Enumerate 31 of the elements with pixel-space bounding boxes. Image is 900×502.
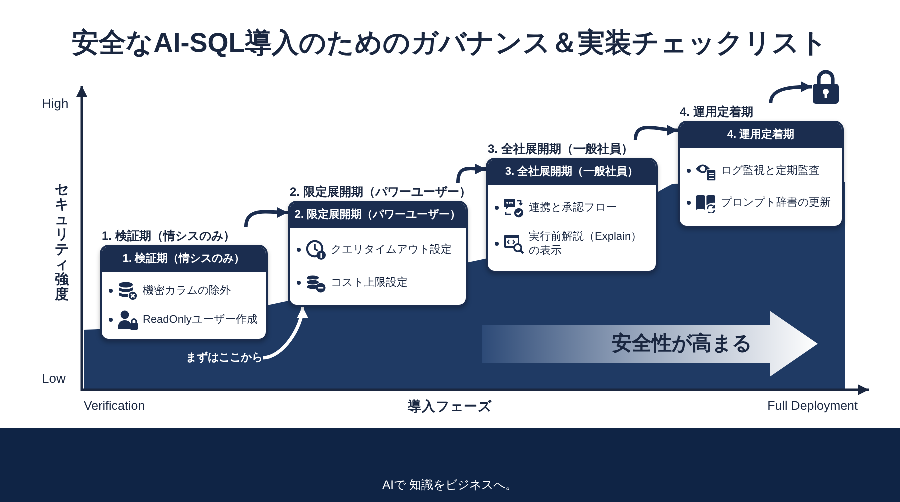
- phase-header: 1. 検証期（情シスのみ）: [102, 247, 266, 272]
- curved-arrow: [634, 124, 678, 140]
- checklist-item: プロンプト辞書の更新: [721, 196, 831, 210]
- checklist-item: ログ監視と定期監査: [721, 164, 820, 178]
- phase-header: 2. 限定展開期（パワーユーザー）: [290, 203, 466, 228]
- phase-header: 4. 運用定着期: [680, 123, 842, 148]
- axis-title: 導入フェーズ: [408, 399, 492, 416]
- lock-icon: [812, 70, 840, 104]
- checklist-item: 連携と承認フロー: [529, 200, 617, 215]
- phase-heading: 1. 検証期（情シスのみ）: [102, 228, 236, 245]
- checklist-item: 機密カラムの除外: [143, 284, 231, 298]
- checklist-item: コスト上限設定: [331, 276, 408, 290]
- axis-tick-label: Low: [42, 371, 66, 387]
- phase-header: 3. 全社展開期（一般社員）: [488, 160, 656, 185]
- checklist-item: ReadOnlyユーザー作成: [143, 313, 258, 327]
- curved-arrow: [769, 82, 812, 104]
- phase-heading: 3. 全社展開期（一般社員）: [488, 141, 634, 158]
- axis-tick-label: Full Deployment: [768, 399, 858, 414]
- start-note: まずはここから: [186, 351, 263, 365]
- page-title: 安全なAI-SQL導入のためのガバナンス＆実装チェックリスト: [72, 27, 828, 60]
- checklist-item: クエリタイムアウト設定: [331, 243, 452, 258]
- curved-arrow: [244, 207, 288, 228]
- phase-heading: 4. 運用定着期: [680, 104, 754, 121]
- checklist-item: 実行前解説（Explain）の表示: [529, 230, 644, 258]
- arrow-label: 安全性が高まる: [612, 332, 752, 357]
- tagline: AIで 知識をビジネスへ。: [382, 478, 518, 492]
- axis-title: セキュリティ強度: [54, 182, 70, 302]
- curved-arrow: [262, 306, 308, 360]
- axis-tick-label: High: [42, 96, 69, 112]
- phase-heading: 2. 限定展開期（パワーユーザー）: [290, 184, 472, 201]
- axis-tick-label: Verification: [84, 399, 146, 414]
